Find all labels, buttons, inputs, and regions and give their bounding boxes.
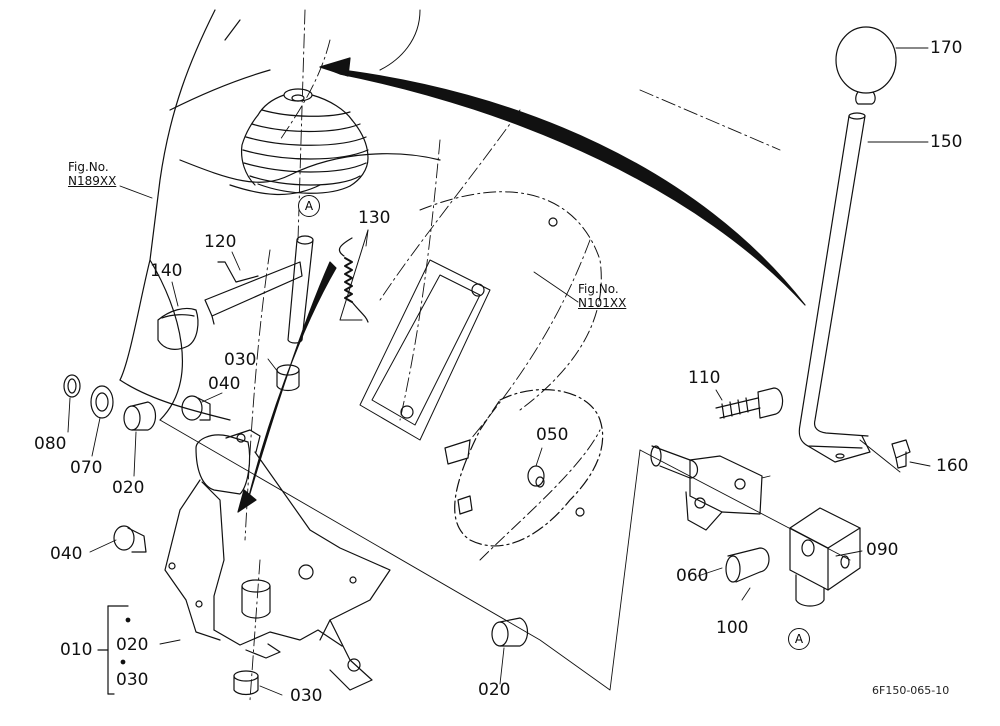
fig-ref-right-label: Fig.No. <box>578 282 619 296</box>
document-id: 6F150-065-10 <box>872 684 950 697</box>
part-010-callout-bracket <box>97 605 131 695</box>
label-part-040-lower[interactable]: 040 <box>50 544 83 564</box>
part-080-clip <box>63 374 81 398</box>
part-060-clevis <box>650 445 763 531</box>
dash-panel-outline <box>119 9 441 421</box>
part-020-bushing-mid <box>241 579 271 619</box>
label-part-050[interactable]: 050 <box>536 425 569 445</box>
label-part-120[interactable]: 120 <box>204 232 237 252</box>
spring-leader-line <box>339 229 369 321</box>
label-part-110[interactable]: 110 <box>688 368 721 388</box>
part-020-bushing-left <box>123 401 157 431</box>
label-part-020-right[interactable]: 020 <box>478 680 511 700</box>
part-030-lower <box>233 670 259 696</box>
part-090-block <box>789 507 861 607</box>
label-part-090[interactable]: 090 <box>866 540 899 560</box>
pin-upper <box>287 235 314 344</box>
label-part-100[interactable]: 100 <box>716 618 749 638</box>
part-070-washer <box>90 385 114 419</box>
part-030-upper <box>276 364 300 392</box>
part-130-spring <box>338 237 369 323</box>
part-160-bolt <box>891 439 911 469</box>
label-part-020-left[interactable]: 020 <box>112 478 145 498</box>
part-050-bushing <box>527 465 545 488</box>
center-panel <box>359 191 602 561</box>
label-part-060[interactable]: 060 <box>676 566 709 586</box>
fig-ref-left-label: Fig.No. <box>68 160 109 174</box>
assembly-lines <box>159 419 901 691</box>
fig-ref-right[interactable]: Fig.No. N101XX <box>578 282 626 310</box>
assembly-arrow-spring <box>237 261 337 513</box>
part-040-lower <box>113 525 147 553</box>
part-100-roller <box>725 547 770 583</box>
part-110-bolt <box>715 387 784 419</box>
part-150-lever <box>798 112 871 463</box>
fig-ref-left[interactable]: Fig.No. N189XX <box>68 160 116 188</box>
label-part-140[interactable]: 140 <box>150 261 183 281</box>
shift-boot <box>240 88 369 194</box>
label-part-070[interactable]: 070 <box>70 458 103 478</box>
part-020-bushing-right <box>491 617 529 647</box>
center-lines <box>244 9 781 701</box>
label-part-010[interactable]: 010 <box>60 640 93 660</box>
label-part-040-upper[interactable]: 040 <box>208 374 241 394</box>
label-part-160[interactable]: 160 <box>936 456 969 476</box>
fig-ref-right-number[interactable]: N101XX <box>578 296 627 310</box>
assembly-arrow-main <box>319 57 806 306</box>
label-part-150[interactable]: 150 <box>930 132 963 152</box>
label-part-030-in-010[interactable]: 030 <box>116 670 149 690</box>
label-part-130[interactable]: 130 <box>358 208 391 228</box>
connector-a-upper: A <box>298 195 320 217</box>
part-010-bracket <box>164 429 391 691</box>
label-part-170[interactable]: 170 <box>930 38 963 58</box>
leader-lines <box>67 47 931 696</box>
fig-ref-left-number[interactable]: N189XX <box>68 174 117 188</box>
label-part-080[interactable]: 080 <box>34 434 67 454</box>
side-cover <box>400 217 604 547</box>
label-part-030-upper[interactable]: 030 <box>224 350 257 370</box>
label-part-020-in-010[interactable]: 020 <box>116 635 149 655</box>
part-120-plate <box>204 261 303 325</box>
connector-a-lower: A <box>788 628 810 650</box>
part-170-knob <box>835 26 897 105</box>
part-140-knob <box>157 307 199 350</box>
label-part-030-lower[interactable]: 030 <box>290 686 323 706</box>
